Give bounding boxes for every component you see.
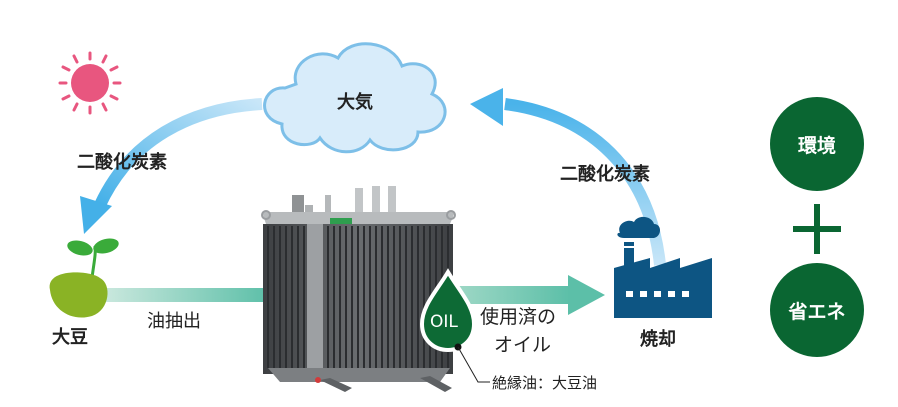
energy-saving-badge-label: 省エネ [788, 300, 846, 323]
oil-drop-text: OIL [430, 312, 458, 332]
used-oil-label-line2: オイル [494, 334, 552, 356]
oil-extraction-label: 油抽出 [147, 311, 201, 332]
co2-right-label: 二酸化炭素 [560, 164, 650, 185]
cloud-icon [263, 42, 447, 154]
transformer-image [261, 186, 456, 392]
sun-icon [58, 51, 122, 115]
used-oil-label-line1: 使用済の [480, 306, 557, 328]
insulating-oil-label: 絶縁油：大豆油 [492, 374, 598, 392]
incineration-label: 焼却 [640, 329, 676, 350]
sprout-icon [67, 238, 119, 279]
used-oil-arrow [455, 275, 605, 315]
oil-drop-icon [419, 268, 490, 383]
factory-icon [614, 216, 712, 318]
oil-extraction-bar [100, 288, 270, 302]
soybean-icon [49, 272, 108, 318]
energy-saving-badge: 省エネ [770, 263, 864, 357]
co2-left-label: 二酸化炭素 [77, 152, 167, 173]
soybean-label: 大豆 [52, 327, 88, 348]
environment-badge: 環境 [770, 97, 864, 191]
co2-arrow-to-soybean [80, 98, 263, 234]
atmosphere-label: 大気 [337, 92, 373, 113]
plus-icon [793, 204, 841, 254]
environment-badge-label: 環境 [797, 134, 836, 157]
